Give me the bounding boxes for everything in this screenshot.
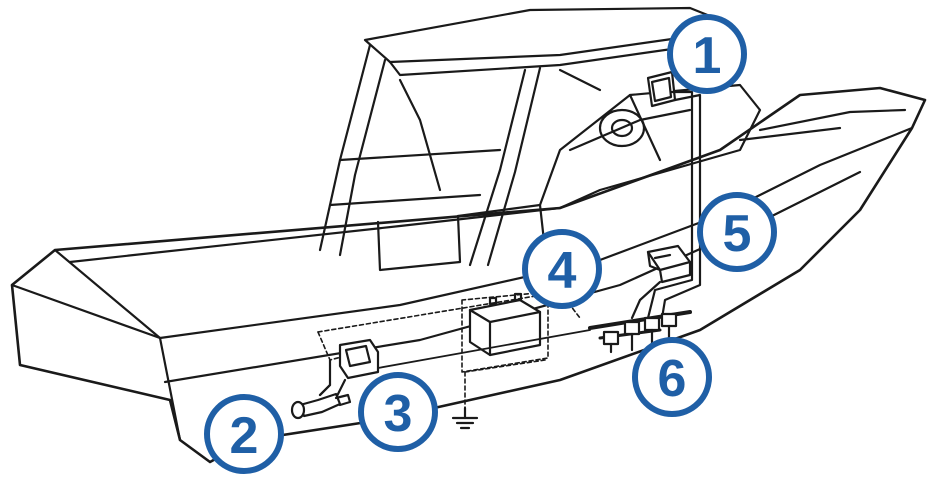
callout-6-label: 6 xyxy=(658,350,687,408)
nmea-device xyxy=(630,244,692,320)
network-cable xyxy=(646,93,702,320)
center-console xyxy=(376,83,762,272)
callout-5-label: 5 xyxy=(723,205,752,263)
callout-1: 1 xyxy=(667,14,747,94)
callout-3: 3 xyxy=(358,372,438,452)
callout-4: 4 xyxy=(522,229,602,309)
callout-5: 5 xyxy=(697,192,777,272)
callout-3-label: 3 xyxy=(384,385,413,443)
callout-6: 6 xyxy=(632,337,712,417)
callout-1-label: 1 xyxy=(693,27,722,85)
t-top xyxy=(318,6,722,267)
ground-symbol-icon xyxy=(451,406,479,430)
engine-interface xyxy=(318,329,591,402)
battery-compartment-dashed xyxy=(461,291,549,373)
sensor-unit xyxy=(290,383,352,420)
callout-2: 2 xyxy=(204,394,284,474)
callout-4-label: 4 xyxy=(548,242,577,300)
boat-hull xyxy=(10,86,927,464)
steering-wheel xyxy=(598,108,646,148)
callout-2-label: 2 xyxy=(230,407,259,465)
